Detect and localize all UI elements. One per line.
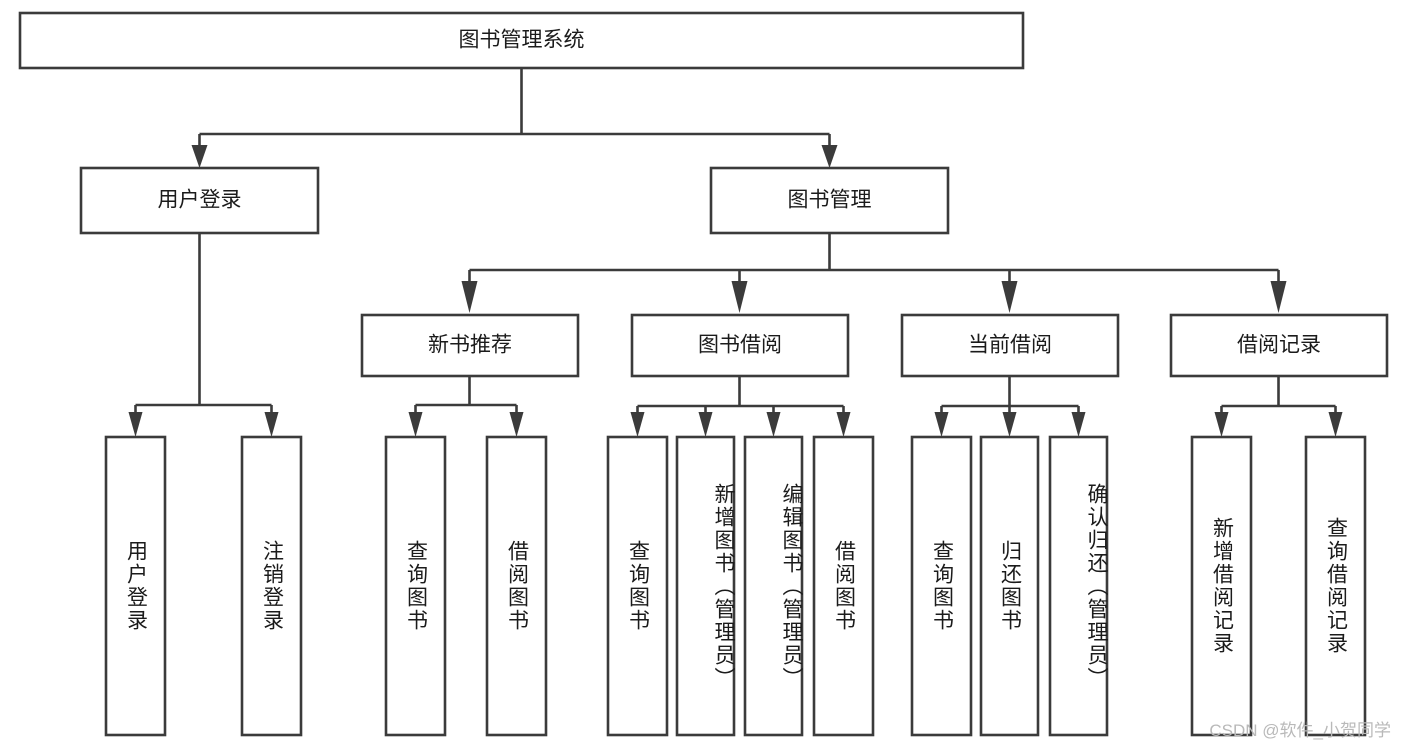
connector-group-new-book xyxy=(408,376,524,437)
leaf-label-book-borrow-2: 新增图书（管理员） xyxy=(712,482,735,690)
arrow-root-to-book-mgmt xyxy=(821,145,838,168)
leaf-box-borrow-record-2[interactable] xyxy=(1304,435,1367,737)
leaf-box-current-borrow-1[interactable] xyxy=(910,435,973,737)
leaf-box-book-borrow-1[interactable] xyxy=(606,435,669,737)
arrow-book-borrow-leaf-3 xyxy=(766,412,781,437)
node-label-book-borrow: 图书借阅 xyxy=(698,334,782,357)
node-label-user-login: 用户登录 xyxy=(158,189,242,212)
node-box-user-login[interactable] xyxy=(79,166,320,235)
arrow-book-borrow-leaf-4 xyxy=(836,412,851,437)
leaf-label-current-borrow-1: 查询图书 xyxy=(930,540,954,632)
arrow-book-mgmt-to-book-borrow xyxy=(731,281,748,313)
arrow-book-mgmt-to-new-book xyxy=(461,281,478,313)
arrow-user-login-leaf-1 xyxy=(128,412,143,437)
node-label-new-book-recommend: 新书推荐 xyxy=(428,334,512,357)
arrow-root-to-user-login xyxy=(191,145,208,168)
leaf-box-book-borrow-2[interactable] xyxy=(675,435,736,737)
connector-group-user-login xyxy=(128,233,279,437)
node-label-borrow-record: 借阅记录 xyxy=(1237,334,1321,357)
leaf-label-current-borrow-3: 确认归还（管理员） xyxy=(1085,482,1108,690)
leaf-label-book-borrow-4: 借阅图书 xyxy=(832,540,856,632)
arrow-new-book-leaf-2 xyxy=(509,412,524,437)
node-box-current-borrow[interactable] xyxy=(900,313,1120,378)
leaf-box-user-login-1[interactable] xyxy=(104,435,167,737)
connector-group-current-borrow xyxy=(934,376,1086,437)
leaf-label-new-book-1: 查询图书 xyxy=(404,540,428,632)
node-box-book-borrow[interactable] xyxy=(630,313,850,378)
leaf-label-current-borrow-2: 归还图书 xyxy=(998,540,1022,632)
arrow-current-borrow-leaf-1 xyxy=(934,412,949,437)
arrow-current-borrow-leaf-3 xyxy=(1071,412,1086,437)
node-label-book-management: 图书管理 xyxy=(788,189,872,212)
node-box-new-book-recommend[interactable] xyxy=(360,313,580,378)
connector-group-book-mgmt xyxy=(461,233,1287,313)
leaf-box-book-borrow-3[interactable] xyxy=(743,435,804,737)
node-box-book-management[interactable] xyxy=(709,166,950,235)
csdn-watermark: CSDN @软件_小贺同学 xyxy=(1209,721,1391,740)
leaf-label-book-borrow-1: 查询图书 xyxy=(626,540,650,632)
arrow-user-login-leaf-2 xyxy=(264,412,279,437)
leaf-box-book-borrow-4[interactable] xyxy=(812,435,875,737)
leaf-label-new-book-2: 借阅图书 xyxy=(505,540,529,632)
leaf-label-borrow-record-1: 新增借阅记录 xyxy=(1210,517,1234,655)
arrow-borrow-record-leaf-1 xyxy=(1214,412,1229,437)
leaf-box-user-login-2[interactable] xyxy=(240,435,303,737)
node-label-current-borrow: 当前借阅 xyxy=(968,334,1052,357)
leaf-label-user-login-2: 注销登录 xyxy=(260,540,284,632)
leaf-box-new-book-1[interactable] xyxy=(384,435,447,737)
connector-group-book-borrow xyxy=(630,376,851,437)
leaf-label-user-login-1: 用户登录 xyxy=(124,540,148,632)
arrow-book-borrow-leaf-2 xyxy=(698,412,713,437)
arrow-new-book-leaf-1 xyxy=(408,412,423,437)
leaf-box-new-book-2[interactable] xyxy=(485,435,548,737)
connector-group-borrow-record xyxy=(1214,376,1343,437)
node-box-borrow-record[interactable] xyxy=(1169,313,1389,378)
leaf-label-borrow-record-2: 查询借阅记录 xyxy=(1324,517,1348,655)
arrow-book-borrow-leaf-1 xyxy=(630,412,645,437)
node-box-root[interactable] xyxy=(18,11,1025,70)
connector-group-root xyxy=(191,68,838,168)
leaf-box-current-borrow-2[interactable] xyxy=(979,435,1040,737)
leaf-label-book-borrow-3: 编辑图书（管理员） xyxy=(780,482,803,690)
node-label-root: 图书管理系统 xyxy=(459,29,585,52)
arrow-book-mgmt-to-borrow-record xyxy=(1270,281,1287,313)
arrow-book-mgmt-to-current-borrow xyxy=(1001,281,1018,313)
arrow-current-borrow-leaf-2 xyxy=(1002,412,1017,437)
leaf-box-current-borrow-3[interactable] xyxy=(1048,435,1109,737)
arrow-borrow-record-leaf-2 xyxy=(1328,412,1343,437)
leaf-box-borrow-record-1[interactable] xyxy=(1190,435,1253,737)
